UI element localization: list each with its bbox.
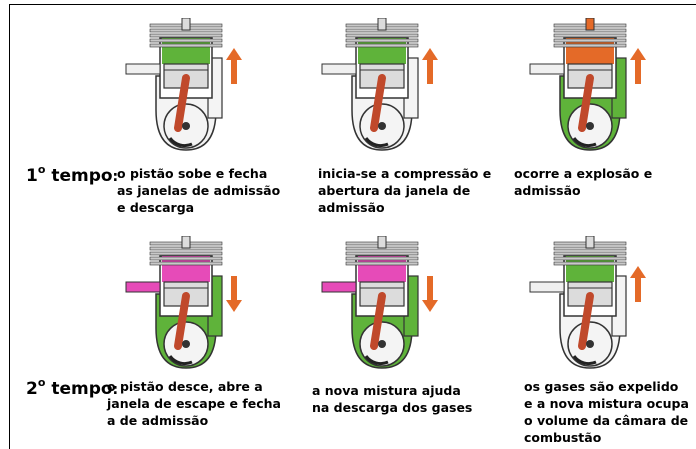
rotation-arrow [364,137,389,148]
down-arrow-icon [422,300,438,312]
connecting-rod [578,292,594,350]
connecting-rod [370,74,386,132]
first-stroke-label: 1o tempo: [26,163,118,186]
caption-1-2: inicia-se a compressão e abertura da jan… [318,166,492,215]
crank-pin [182,340,190,348]
intake-port [125,281,161,293]
cooling-fin [553,261,627,266]
cooling-fin [553,251,627,256]
first-stroke-word: tempo [51,166,113,186]
cooling-fin [345,33,419,38]
caption-2-3: os gases são expelido e a nova mistura o… [524,379,689,445]
down-arrow-icon [226,300,242,312]
first-stroke-ordinal: 1 [26,166,38,186]
caption-1-1: o pistão sobe e fecha as janelas de admi… [117,166,281,215]
crank-pin [586,122,594,130]
cooling-fin [345,43,419,48]
connecting-rod [370,292,386,350]
engine-2-2 [321,236,438,369]
intake-port [529,63,565,75]
cooling-fin [345,261,419,266]
combustion-chamber [358,256,406,282]
combustion-chamber [566,256,614,282]
caption-2-2: a nova mistura ajuda na descarga dos gas… [312,383,473,415]
direction-arrow-shaft [427,276,433,302]
direction-arrow-shaft [231,276,237,302]
crank-pin [182,122,190,130]
cooling-fin [345,256,419,261]
direction-arrow-shaft [635,276,641,302]
rotation-arrow [572,137,597,148]
spark-plug [181,18,191,31]
cooling-fin [149,43,223,48]
cooling-fin [149,261,223,266]
engine-2-3 [529,236,646,369]
diagram-frame [9,4,696,449]
crank-pin [586,340,594,348]
up-arrow-icon [630,48,646,60]
crank-pin [378,122,386,130]
connecting-rod [174,292,190,350]
second-stroke-colon: : [112,382,119,398]
rotation-arrow [572,355,597,366]
spark-plug [585,18,595,31]
rotation-arrow [364,355,389,366]
cooling-fin [553,256,627,261]
engine-2-1 [125,236,242,369]
cooling-fin [149,38,223,43]
up-arrow-icon [630,266,646,278]
engine-1-2 [321,18,438,151]
combustion-chamber [162,38,210,64]
combustion-chamber [566,38,614,64]
spark-plug [181,236,191,249]
direction-arrow-shaft [635,58,641,84]
combustion-chamber [358,38,406,64]
engine-1-3 [529,18,646,151]
intake-port [529,281,565,293]
up-arrow-icon [422,48,438,60]
intake-port [321,63,357,75]
rotation-arrow [168,355,193,366]
combustion-chamber [162,256,210,282]
cooling-fin [345,38,419,43]
first-stroke-degree: o [37,163,46,176]
direction-arrow-shaft [427,58,433,84]
connecting-rod [578,74,594,132]
caption-2-1: o pistão desce, abre a janela de escape … [107,379,281,428]
cooling-fin [149,256,223,261]
spark-plug [377,18,387,31]
rotation-arrow [168,137,193,148]
direction-arrow-shaft [231,58,237,84]
cooling-fin [345,251,419,256]
first-stroke-colon: : [112,169,119,185]
cooling-fin [553,38,627,43]
intake-port [321,281,357,293]
intake-port [125,63,161,75]
crank-pin [378,340,386,348]
cooling-fin [149,251,223,256]
second-stroke-degree: o [37,376,46,389]
second-stroke-ordinal: 2 [26,379,38,399]
second-stroke-label: 2o tempo: [26,376,118,399]
spark-plug [377,236,387,249]
engine-1-1 [125,18,242,151]
cooling-fin [553,33,627,38]
second-stroke-word: tempo [51,379,113,399]
cooling-fin [149,33,223,38]
spark-plug [585,236,595,249]
caption-1-3: ocorre a explosão e admissão [514,166,653,198]
up-arrow-icon [226,48,242,60]
connecting-rod [174,74,190,132]
cooling-fin [553,43,627,48]
